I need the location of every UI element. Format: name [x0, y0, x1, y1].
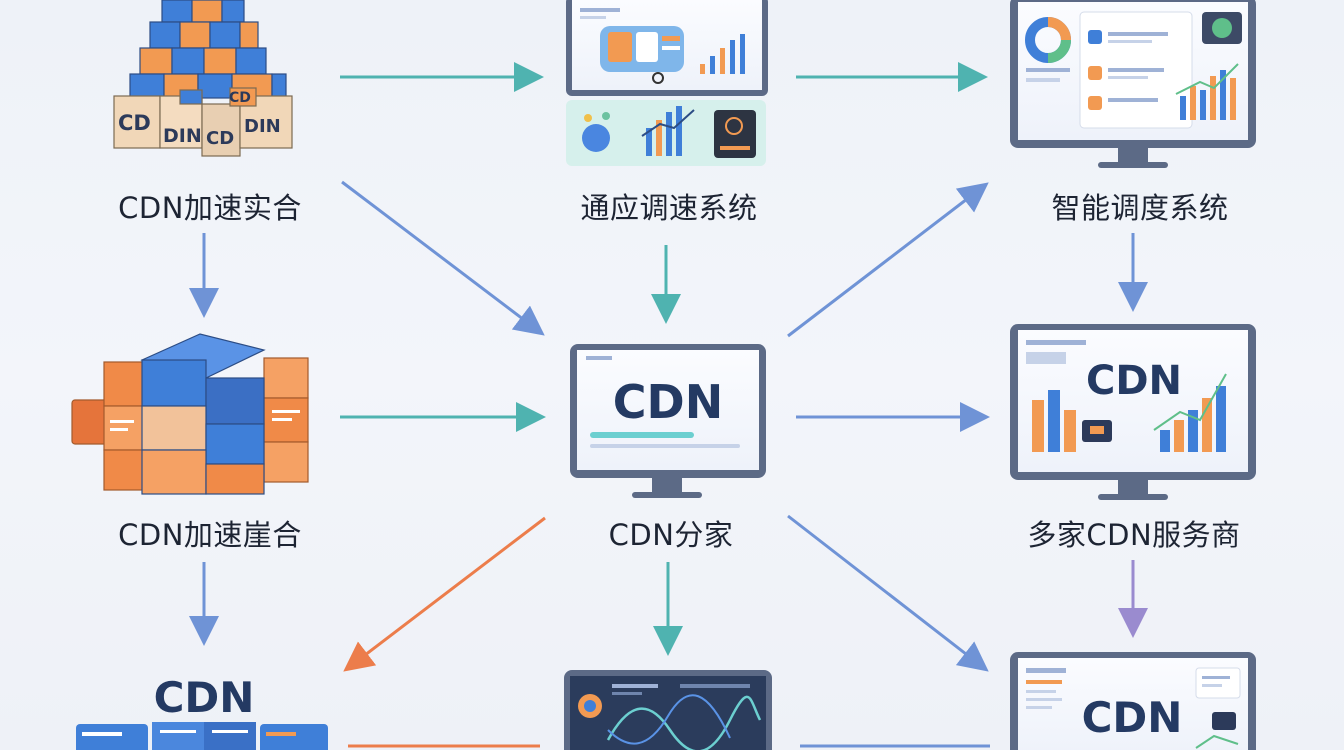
arrow-tl-to-mc	[341, 180, 545, 336]
cube-cluster-icon	[71, 333, 309, 495]
arrow-mc-to-br	[787, 514, 989, 672]
node-label-cdn-acceleration-platform: CDN加速实合	[118, 191, 302, 225]
cdn-panels-icon: CDN	[76, 673, 328, 750]
node-label-multi-cdn-providers: 多家CDN服务商	[1027, 518, 1241, 552]
cdn-center-monitor-icon: CDN	[570, 344, 766, 498]
arrows	[189, 62, 1148, 748]
cdn-bottom-screen-text: CDN	[1082, 693, 1183, 742]
waveform-monitor-icon	[564, 670, 772, 750]
cube-text: DIN	[163, 125, 202, 147]
cube-text: DIN	[244, 116, 281, 137]
cdn-provider-monitor-icon: CDN	[1010, 324, 1256, 500]
cdn-bottom-title: CDN	[154, 673, 255, 722]
node-label-cdn-acceleration-base: CDN加速崖合	[118, 518, 302, 552]
arrow-mc-to-bl	[343, 516, 546, 672]
cube-text: CD	[118, 111, 151, 135]
cdn-bottom-monitor-icon: CDN	[1010, 652, 1256, 750]
cube-text: CD	[229, 90, 251, 106]
cube-text: CD	[206, 128, 234, 149]
cdn-provider-screen-text: CDN	[1086, 358, 1182, 404]
scheduling-monitor-icon	[566, 0, 768, 166]
dashboard-monitor-icon	[1010, 0, 1256, 168]
arrow-mc-to-tr	[787, 182, 989, 338]
node-label-scheduling-system: 通应调速系统	[580, 191, 758, 225]
cdn-center-screen-text: CDN	[613, 375, 723, 429]
node-label-cdn-split: CDN分家	[608, 518, 734, 552]
node-label-smart-scheduling-system: 智能调度系统	[1051, 191, 1229, 225]
cube-stack-icon: CD CD DIN CD DIN	[113, 0, 293, 157]
